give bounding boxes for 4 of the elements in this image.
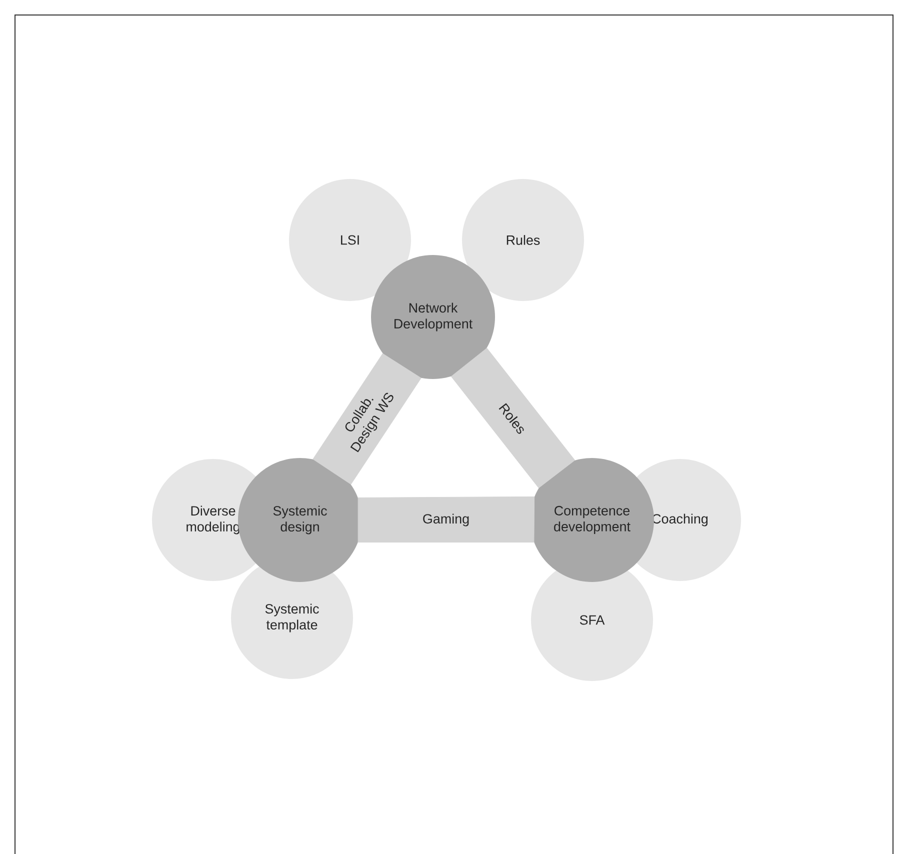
- connector-band: [312, 353, 422, 485]
- connector-band: [358, 496, 535, 543]
- connector-band: [450, 348, 576, 488]
- edge-label: Gaming: [423, 514, 469, 526]
